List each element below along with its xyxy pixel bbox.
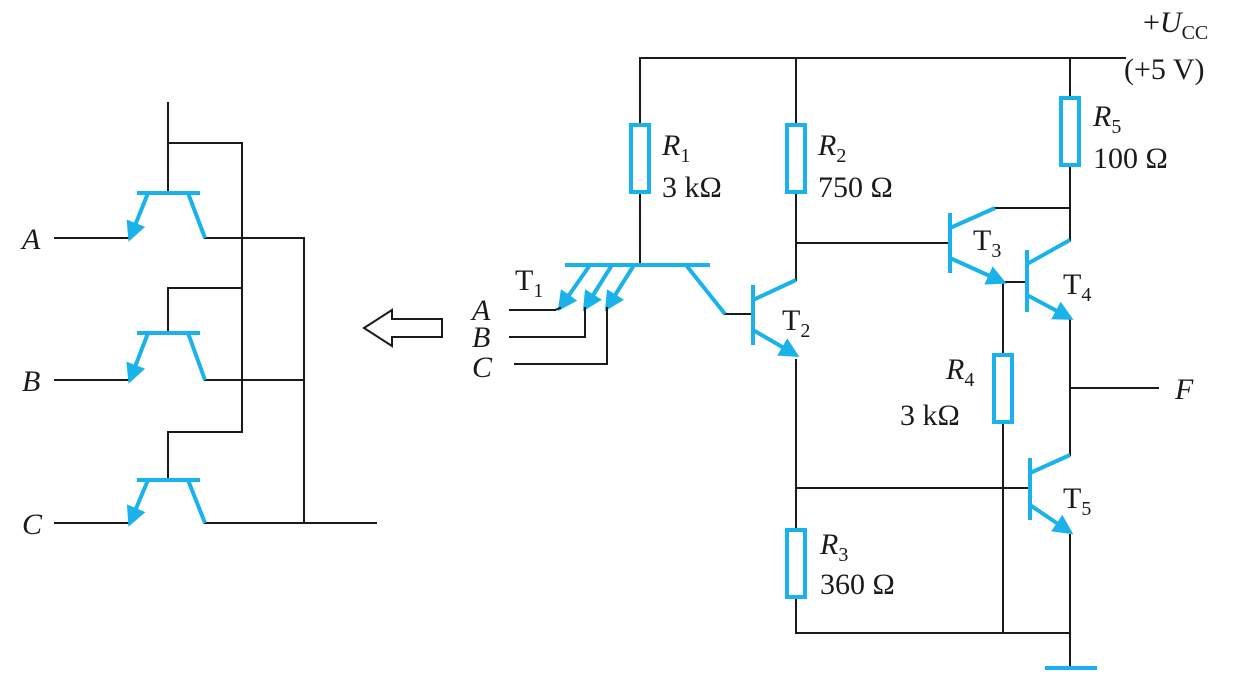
resistor-r2 [785,123,807,194]
supply-voltage: (+5 V) [1124,53,1205,86]
r3-value: 360 Ω [820,568,895,601]
equivalent-transistor-a [126,191,207,242]
transistor-t1 [557,263,727,316]
r3-name: R3 [819,528,848,566]
equivalent-transistor-c [126,478,207,527]
t1-label: T1 [515,264,543,302]
resistor-r3 [785,528,807,599]
equivalent-label-a: A [20,223,41,256]
t2-label: T2 [782,304,810,342]
input-label-c: C [472,351,493,384]
equivalent-circuit: A B C [20,102,377,541]
t1-emitter-leads [553,306,608,365]
equivalent-label-b: B [22,365,40,398]
input-label-b: B [472,321,490,354]
r2-name: R2 [817,129,846,167]
resistor-r1 [629,123,651,194]
input-label-a: A [470,294,491,327]
r2-value: 750 Ω [818,171,893,204]
t5-label: T5 [1063,482,1091,520]
equivalent-wiring [54,102,377,524]
resistor-r5 [1059,96,1081,167]
r4-name: R4 [945,353,974,391]
r4-value: 3 kΩ [900,399,960,432]
transistor-t5 [1028,453,1074,535]
equivalent-label-c: C [22,508,43,541]
r5-value: 100 Ω [1093,142,1168,175]
t3-label: T3 [973,224,1001,262]
transistor-t2 [751,278,800,358]
output-label-f: F [1174,373,1194,406]
equivalent-transistor-b [126,331,207,384]
transistor-t4 [1025,238,1074,320]
r1-name: R1 [661,129,690,167]
circuit-wiring [509,57,1159,669]
r1-value: 3 kΩ [662,171,722,204]
resistor-r4 [992,353,1014,424]
transistor-t3 [948,206,1007,285]
t4-label: T4 [1063,268,1091,306]
supply-label: +UCC [1143,6,1208,44]
equivalence-arrow-icon [362,308,443,348]
r5-name: R5 [1092,100,1121,138]
